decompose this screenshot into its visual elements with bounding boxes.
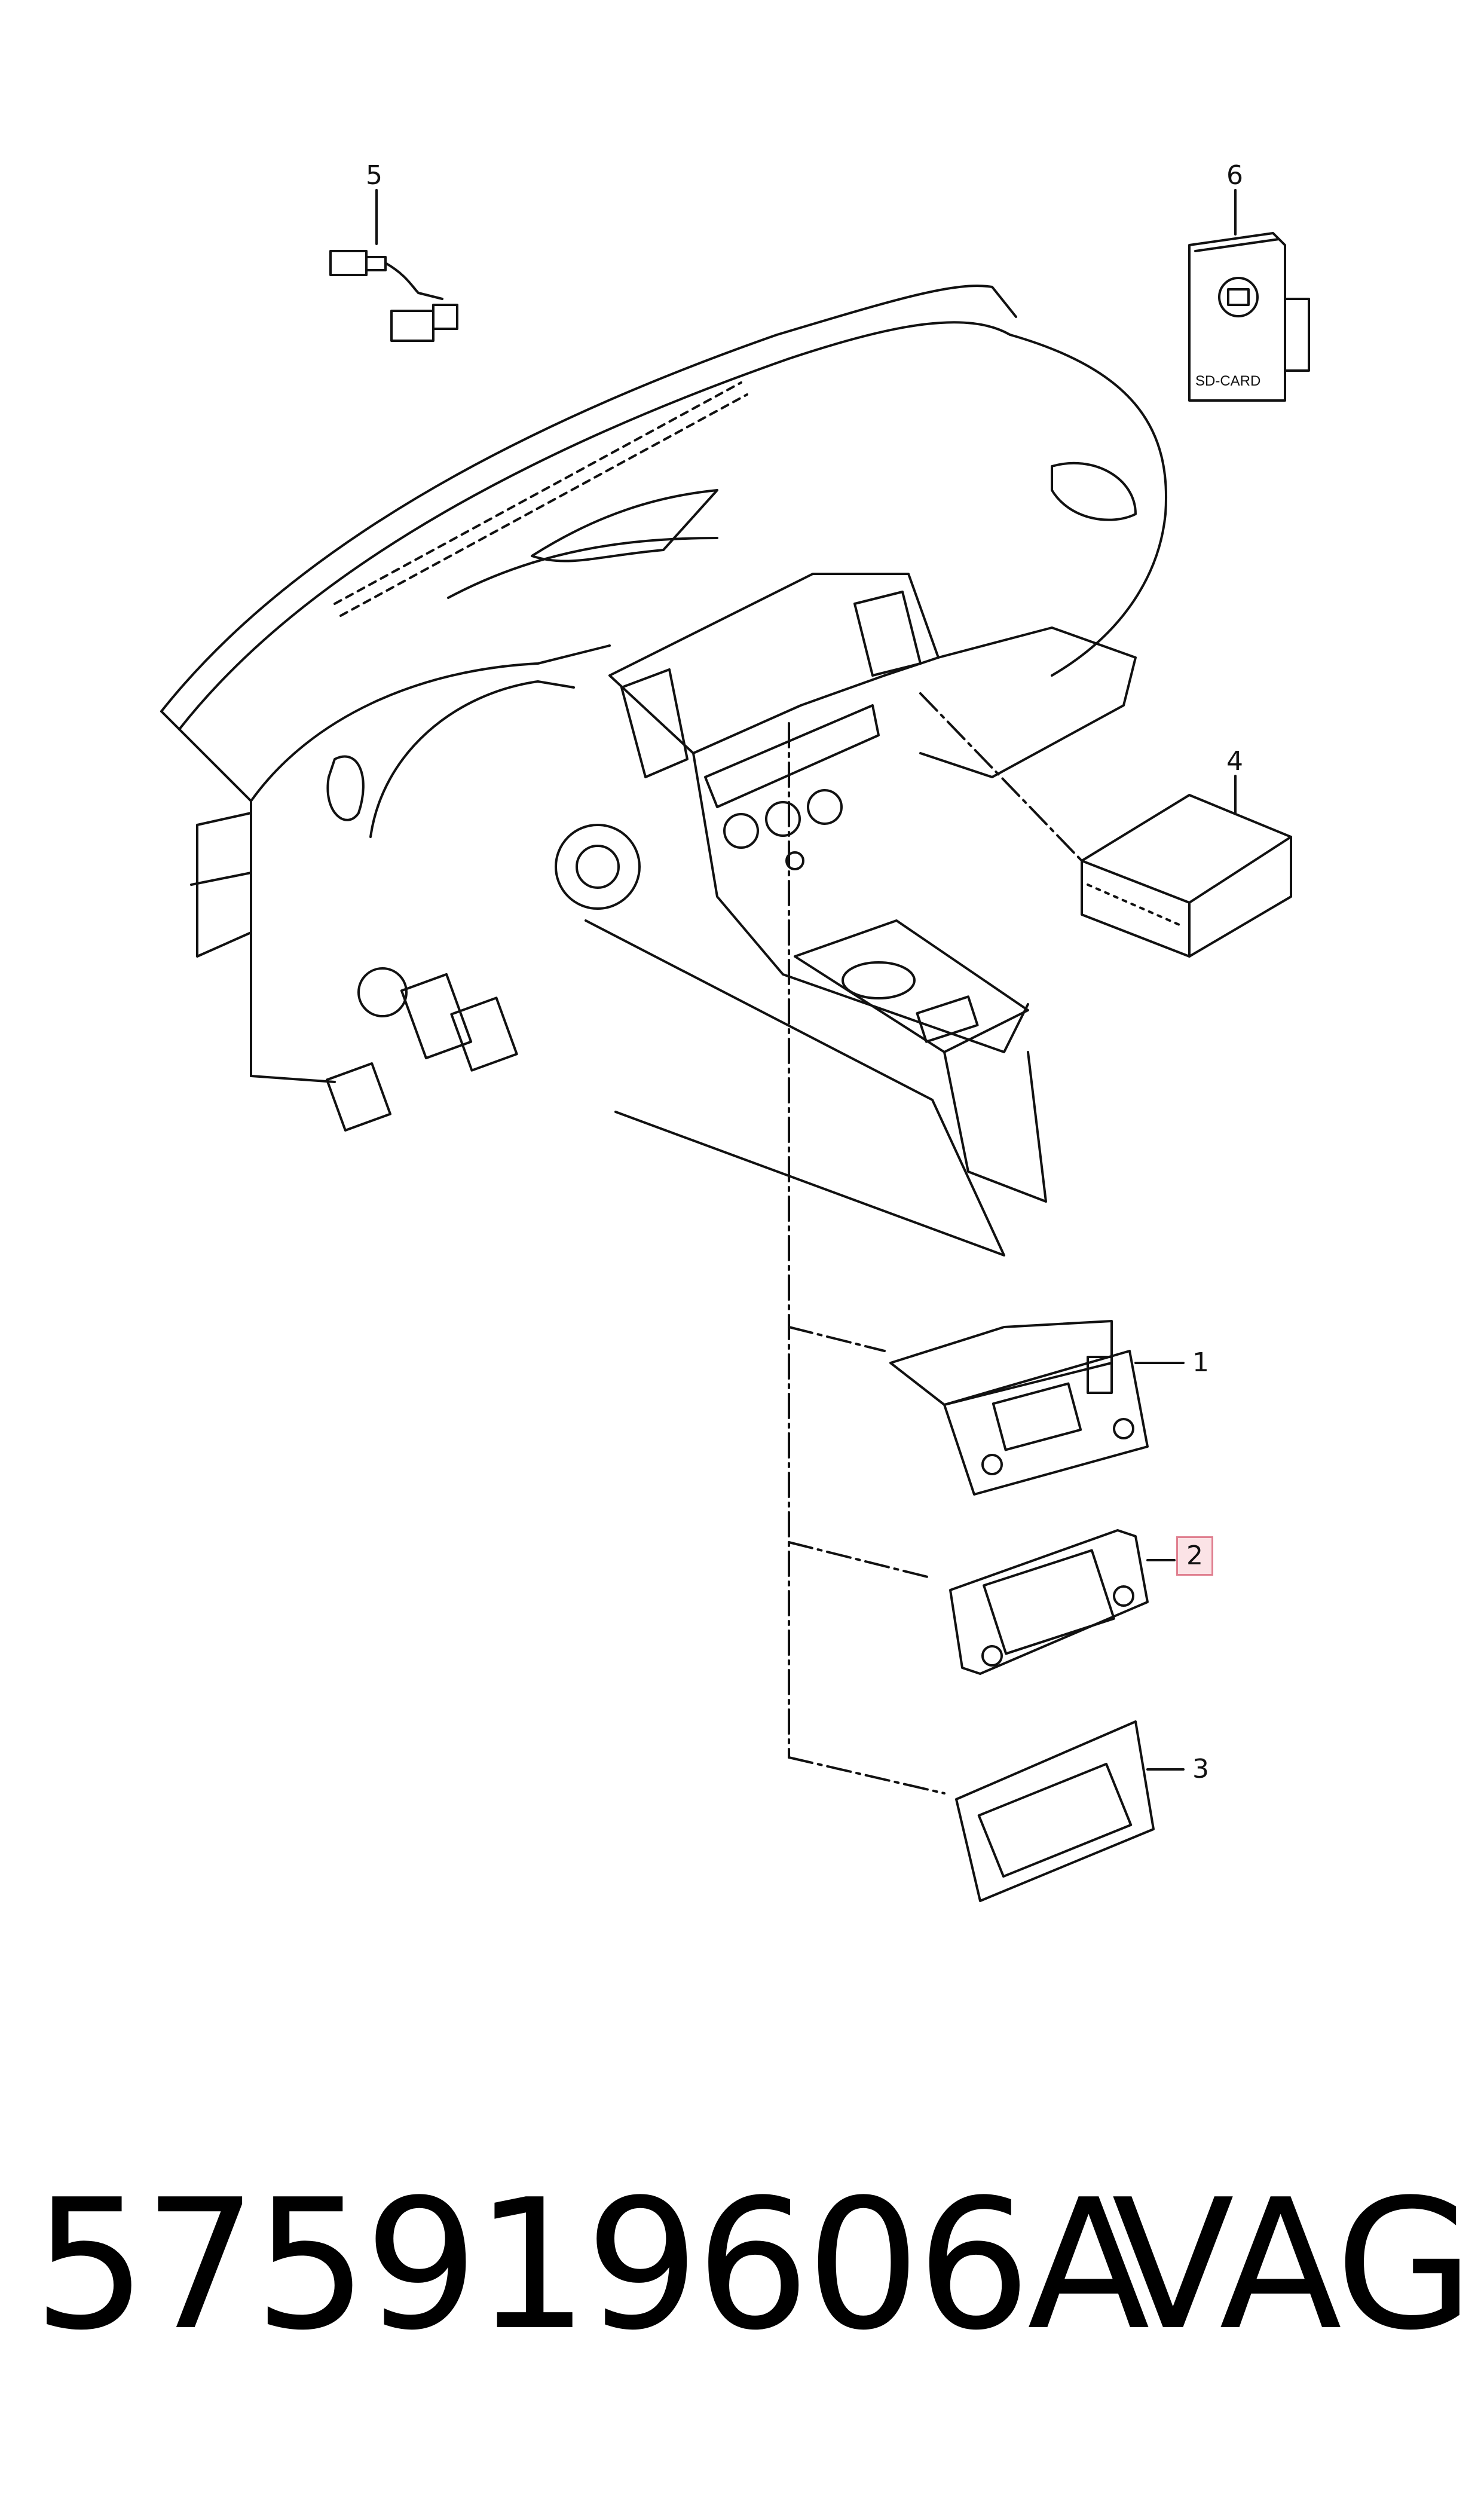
exploded-parts-diagram (160, 189, 1310, 1902)
part-4-control-module (1081, 775, 1292, 958)
part-1-radio-unit (889, 1320, 1185, 1496)
part-6-sd-card-manual (1188, 189, 1310, 402)
callout-1[interactable]: 1 (1192, 1347, 1209, 1378)
part-2-display-unit (949, 1529, 1176, 1675)
callout-5[interactable]: 5 (366, 160, 383, 191)
part-5-connector-cable (329, 189, 458, 342)
sd-card-label: SD-CARD (1195, 373, 1261, 389)
callout-2[interactable]: 2 (1176, 1536, 1213, 1576)
brand-name: VAG (1112, 2161, 1474, 2370)
callout-3[interactable]: 3 (1192, 1754, 1209, 1784)
part-3-screen-panel (955, 1720, 1185, 1902)
callout-4[interactable]: 4 (1226, 746, 1243, 776)
leader-lines (788, 692, 1083, 1794)
part-number: 575919606A (33, 2161, 1150, 2370)
callout-6[interactable]: 6 (1226, 160, 1243, 191)
dashboard-assembly (160, 285, 1167, 1257)
